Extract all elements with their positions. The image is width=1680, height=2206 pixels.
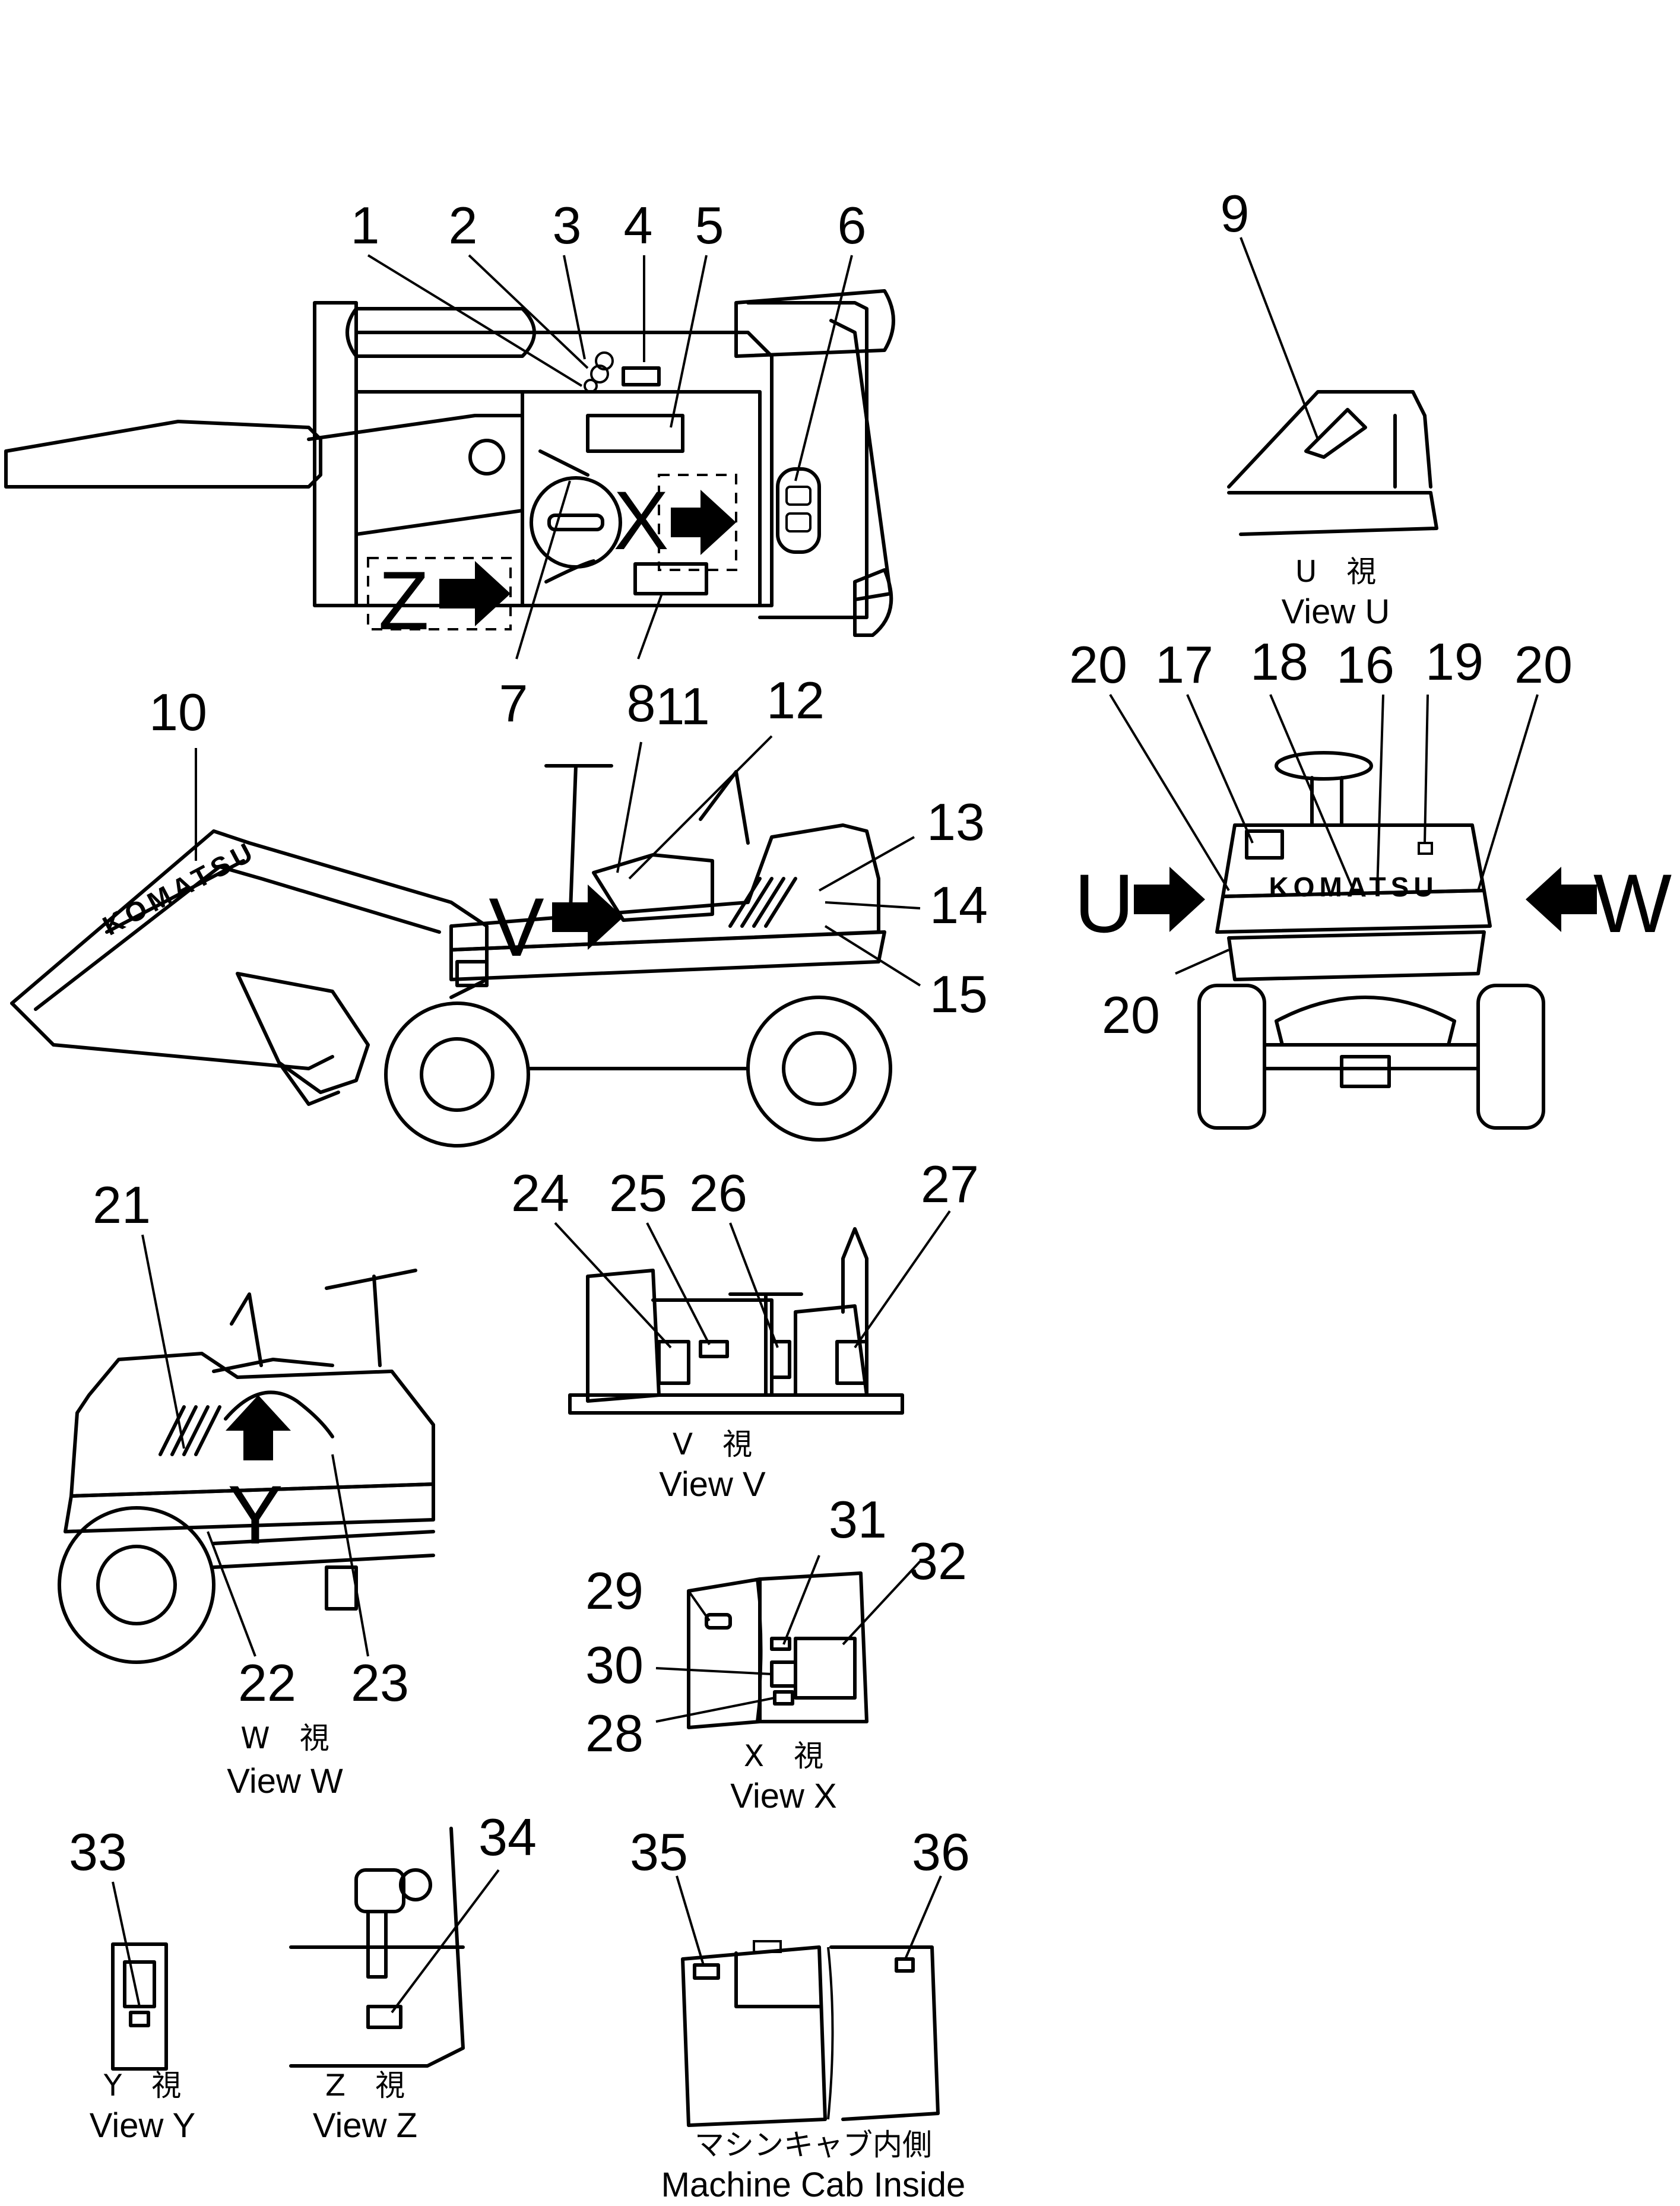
callout-15: 15 xyxy=(930,965,988,1023)
view-w-caption-jp: W 視 xyxy=(240,1721,329,1755)
top-view-leaders xyxy=(367,254,853,660)
callout-27: 26 xyxy=(689,1164,747,1222)
callout-30: 29 xyxy=(585,1561,644,1620)
view-z-caption: View Z xyxy=(313,2106,417,2145)
callout-17: 17 xyxy=(1155,635,1213,694)
view-marker-z: Z xyxy=(378,554,429,647)
callout-29: 28 xyxy=(585,1704,644,1763)
view-z-caption-jp: Z 視 xyxy=(325,2068,405,2103)
callout-19: 19 xyxy=(1425,632,1484,691)
top-view-drawing: X Z xyxy=(4,289,895,647)
callout-4: 4 xyxy=(624,196,653,255)
view-marker-y: Y xyxy=(227,1468,283,1561)
callout-24: 23 xyxy=(351,1653,409,1712)
callout-11: 11 xyxy=(655,677,709,736)
view-x-caption-jp: X 視 xyxy=(744,1739,823,1773)
cab-inside-caption: Machine Cab Inside xyxy=(661,2166,966,2204)
rear-view-drawing: KOMATSU U W xyxy=(1074,693,1672,1130)
side-view-drawing: KOMATSU V xyxy=(10,735,921,1148)
callout-36: 35 xyxy=(630,1823,688,1881)
view-y-caption-jp: Y 視 xyxy=(103,2068,182,2103)
callout-25: 24 xyxy=(511,1164,569,1222)
callout-23: 22 xyxy=(238,1653,296,1712)
view-w-caption: View W xyxy=(227,1762,343,1801)
callout-10: 10 xyxy=(149,683,207,741)
rear-brand-text: KOMATSU xyxy=(1269,871,1438,902)
callout-28: 27 xyxy=(921,1155,979,1213)
boom-brand-text: KOMATSU xyxy=(97,835,261,942)
view-z-drawing xyxy=(289,1827,500,2068)
view-v-caption: View V xyxy=(659,1465,766,1504)
view-y-drawing xyxy=(111,1881,168,2071)
callout-8: 8 xyxy=(627,674,656,733)
callout-3: 3 xyxy=(553,196,582,255)
callout-31: 30 xyxy=(585,1636,644,1694)
view-u-drawing xyxy=(1227,237,1438,536)
view-marker-v: V xyxy=(489,880,544,974)
view-u-caption: View U xyxy=(1282,592,1390,631)
callout-35: 34 xyxy=(478,1808,537,1866)
callout-21: 20 xyxy=(1102,985,1160,1044)
callout-14: 14 xyxy=(930,876,988,934)
view-marker-x: X xyxy=(613,474,668,567)
callout-32: 31 xyxy=(829,1490,887,1549)
callout-33: 32 xyxy=(909,1532,967,1590)
callout-22: 21 xyxy=(93,1175,151,1234)
callout-34: 33 xyxy=(69,1823,127,1881)
callout-26: 25 xyxy=(609,1164,667,1222)
view-u-caption-jp: U 視 xyxy=(1295,554,1377,589)
view-x-caption: View X xyxy=(730,1777,836,1815)
callout-12: 12 xyxy=(766,671,825,730)
callout-9: 9 xyxy=(1221,184,1250,243)
view-v-drawing xyxy=(554,1210,951,1415)
view-marker-u: U xyxy=(1074,857,1134,950)
view-y-caption: View Y xyxy=(90,2106,195,2145)
callout-37: 36 xyxy=(912,1823,970,1881)
callout-5: 5 xyxy=(695,196,724,255)
cab-inside-caption-jp: マシンキャブ内側 xyxy=(695,2128,932,2162)
callout-1: 1 xyxy=(351,196,380,255)
callout-20-left: 20 xyxy=(1069,635,1127,694)
view-marker-w: W xyxy=(1593,857,1672,950)
view-x-drawing xyxy=(655,1555,921,1729)
callout-6: 6 xyxy=(838,196,867,255)
view-v-caption-jp: V 視 xyxy=(673,1427,752,1462)
callout-2: 2 xyxy=(449,196,478,255)
callout-18: 18 xyxy=(1250,632,1308,691)
callout-13: 13 xyxy=(927,793,985,851)
callout-20-right: 20 xyxy=(1514,635,1573,694)
callout-7: 7 xyxy=(499,674,528,733)
view-w-drawing: Y xyxy=(58,1234,435,1664)
callout-16: 16 xyxy=(1336,635,1394,694)
cab-inside-drawing xyxy=(676,1875,942,2127)
